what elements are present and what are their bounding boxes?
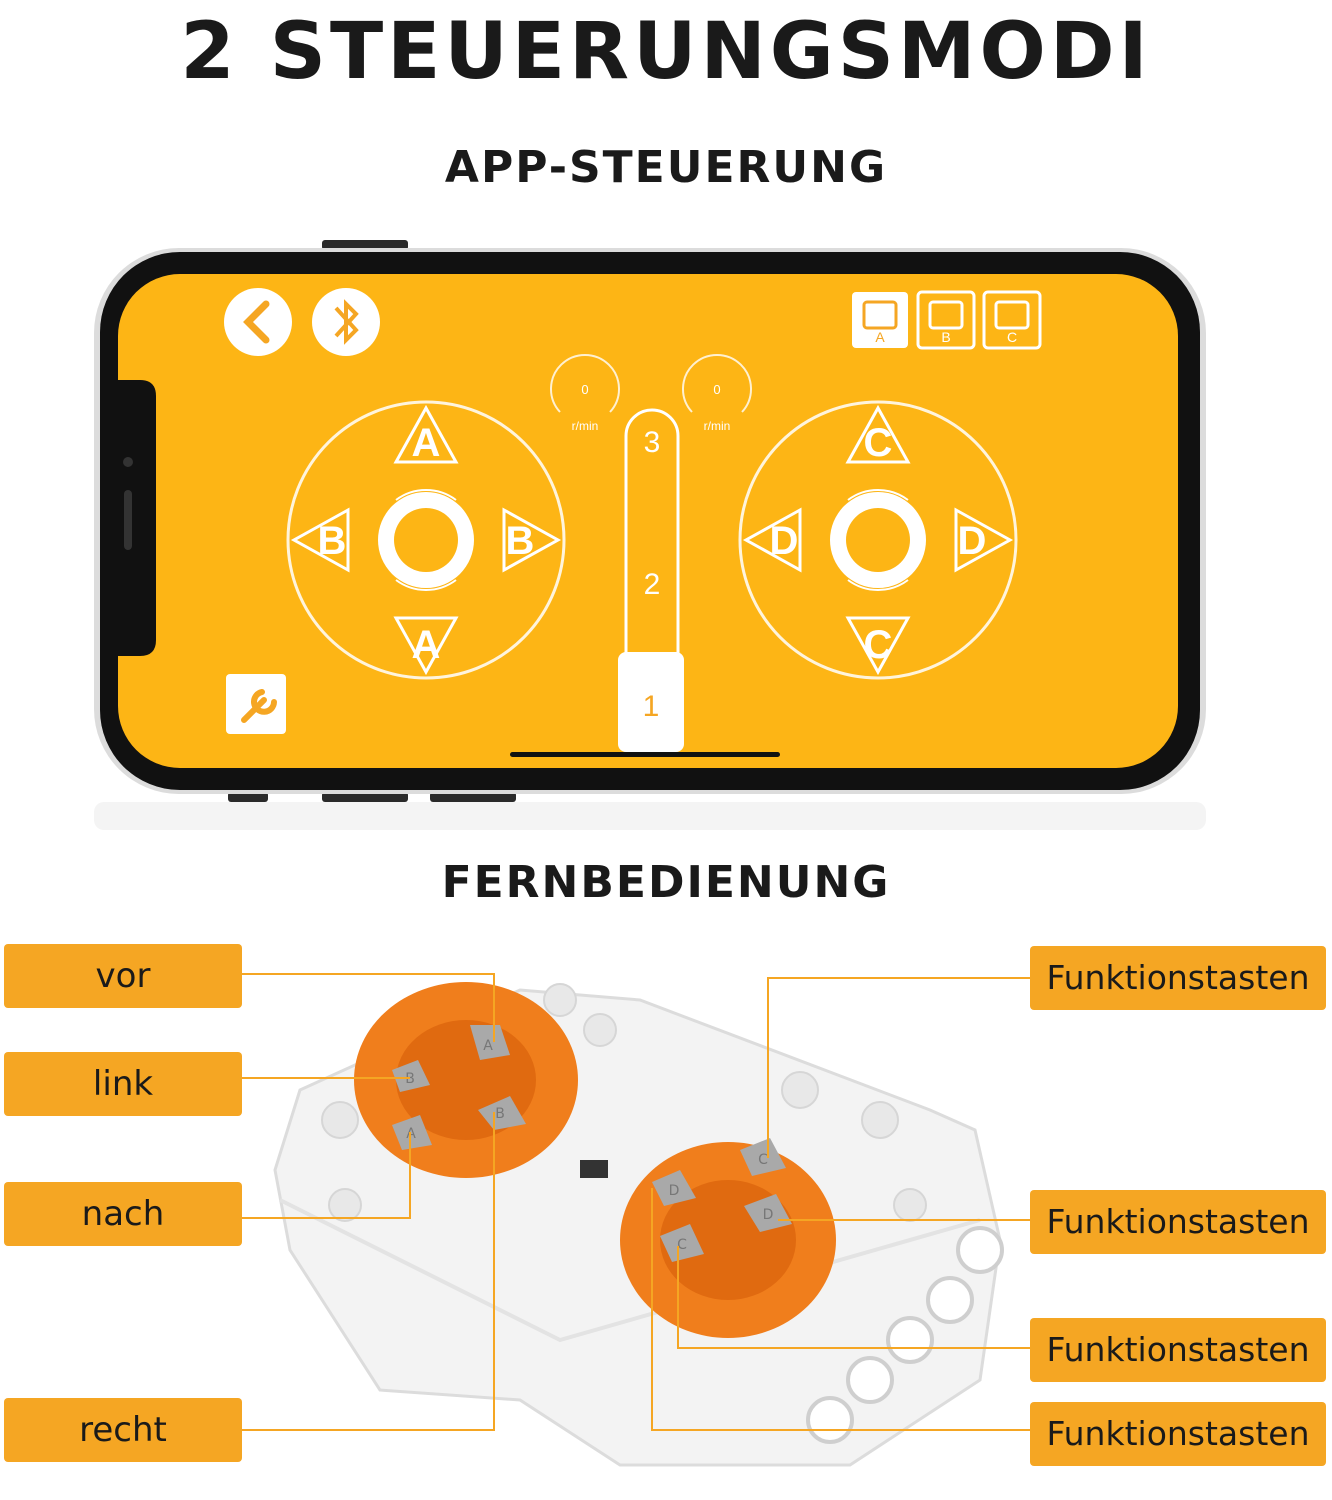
label-link: link — [4, 1052, 242, 1116]
remote-button[interactable] — [392, 1115, 432, 1150]
back-button[interactable] — [224, 288, 292, 356]
callout-lines-left — [242, 973, 495, 1431]
phone-side-button — [322, 792, 408, 802]
label-nach: nach — [4, 1182, 242, 1246]
remote-button-label: D — [763, 1207, 774, 1223]
left-joystick[interactable]: A A B B — [286, 400, 566, 680]
joystick-right-arrow[interactable] — [954, 507, 1014, 573]
joystick-down-arrow[interactable] — [393, 616, 459, 676]
joystick-right-label: D — [958, 519, 987, 563]
app-control-heading: APP-STEUERUNG — [444, 142, 888, 193]
remote-button-label: D — [669, 1183, 680, 1199]
joystick-right-arrow[interactable] — [502, 507, 562, 573]
gear-label-2: 2 — [644, 568, 661, 601]
remote-button-label: C — [758, 1152, 768, 1168]
joystick-down-label: C — [864, 623, 893, 667]
speed-gauge-right: 0 r/min — [682, 354, 752, 433]
bluetooth-icon — [334, 299, 359, 345]
motor-icon — [862, 300, 898, 330]
joystick-down-label: A — [412, 623, 441, 667]
speed-unit: r/min — [572, 419, 599, 433]
motor-tab-b[interactable]: B — [916, 290, 976, 350]
joystick-up-arrow[interactable] — [393, 404, 459, 464]
phone-notch — [118, 380, 156, 656]
phone-camera — [123, 457, 133, 467]
callout-lines-right — [651, 977, 1030, 1431]
gear-label-3: 3 — [644, 426, 661, 459]
motor-tab-a[interactable]: A — [852, 292, 908, 348]
remote-pin-holes — [806, 1226, 1004, 1444]
remote-illustration: A B A B C D D C — [242, 973, 1030, 1467]
motor-tab-label: B — [941, 329, 950, 345]
remote-button-label: B — [495, 1106, 505, 1122]
remote-button[interactable] — [660, 1224, 704, 1262]
speed-value: 0 — [581, 382, 588, 397]
joystick-down-arrow[interactable] — [845, 616, 911, 676]
speed-unit: r/min — [704, 419, 731, 433]
motor-tab-label: A — [875, 329, 885, 345]
phone-side-button — [228, 792, 268, 802]
gear-label-1: 1 — [643, 690, 660, 723]
motor-tab-c[interactable]: C — [982, 290, 1042, 350]
gear-slider-handle[interactable] — [618, 652, 684, 752]
remote-button[interactable] — [744, 1194, 792, 1232]
label-funktionstasten-3: Funktionstasten — [1030, 1318, 1326, 1382]
remote-control-heading: FERNBEDIENUNG — [441, 857, 891, 908]
right-joystick[interactable]: C C D D — [738, 400, 1018, 680]
gear-slider[interactable]: 3 2 1 — [618, 408, 684, 752]
joystick-left-arrow[interactable] — [290, 507, 350, 573]
power-switch[interactable] — [580, 1160, 608, 1178]
motor-icon — [928, 300, 964, 330]
right-dpad[interactable]: C D D C — [620, 1138, 836, 1338]
remote-button[interactable] — [652, 1170, 696, 1206]
remote-button[interactable] — [740, 1138, 786, 1176]
label-vor: vor — [4, 944, 242, 1008]
joystick-right-label: B — [506, 519, 535, 563]
joystick-up-label: C — [864, 421, 893, 465]
remote-button-label: A — [406, 1126, 416, 1142]
label-funktionstasten-1: Funktionstasten — [1030, 946, 1326, 1010]
phone-side-button — [322, 240, 408, 250]
remote-button-label: C — [677, 1237, 687, 1253]
phone-speaker — [124, 490, 132, 550]
remote-button[interactable] — [470, 1025, 510, 1060]
speed-value: 0 — [713, 382, 720, 397]
motor-tab-label: C — [1007, 329, 1017, 345]
wrench-icon — [241, 689, 277, 723]
bluetooth-button[interactable] — [312, 288, 380, 356]
joystick-up-label: A — [412, 421, 441, 465]
speed-gauge-left: 0 r/min — [550, 354, 620, 433]
settings-button[interactable] — [226, 674, 286, 734]
remote-studs — [321, 983, 927, 1222]
joystick-up-arrow[interactable] — [845, 404, 911, 464]
joystick-left-label: D — [770, 519, 799, 563]
phone-screen — [118, 274, 1178, 768]
joystick-left-label: B — [318, 519, 347, 563]
remote-button-label: A — [483, 1038, 493, 1054]
remote-button[interactable] — [478, 1096, 526, 1130]
left-dpad[interactable]: A B A B — [354, 982, 578, 1178]
home-indicator — [510, 752, 780, 757]
page-title: 2 STEUERUNGSMODI — [180, 7, 1152, 97]
joystick-left-arrow[interactable] — [742, 507, 802, 573]
motor-icon — [994, 300, 1030, 330]
phone-reflection — [94, 802, 1206, 830]
phone-illustration: A B C 0 r/min 0 r/min 3 2 1 A A — [94, 240, 1206, 830]
label-recht: recht — [4, 1398, 242, 1462]
remote-seam — [279, 1198, 981, 1343]
label-funktionstasten-2: Funktionstasten — [1030, 1190, 1326, 1254]
remote-button[interactable] — [392, 1060, 430, 1092]
phone-side-button — [430, 792, 516, 802]
label-funktionstasten-4: Funktionstasten — [1030, 1402, 1326, 1466]
